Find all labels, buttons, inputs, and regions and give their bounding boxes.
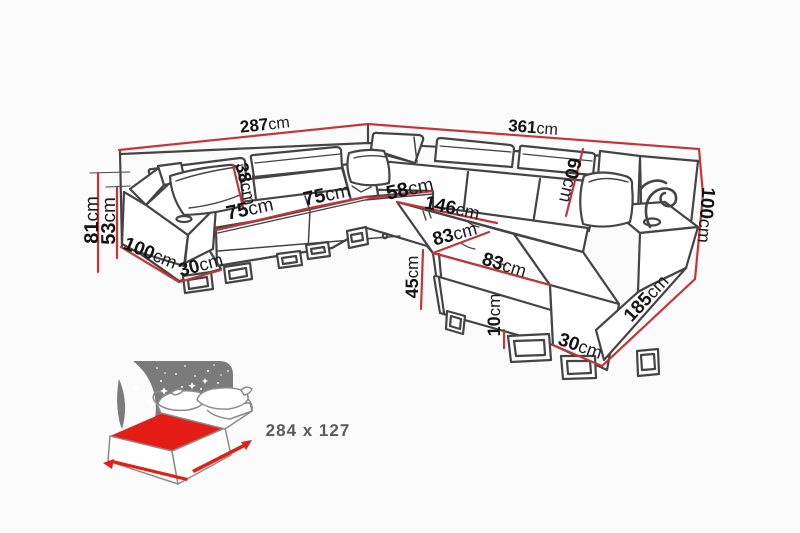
svg-text:100cm: 100cm xyxy=(693,186,719,243)
svg-text:81cm: 81cm xyxy=(81,196,103,244)
svg-text:361cm: 361cm xyxy=(507,117,558,140)
svg-text:53cm: 53cm xyxy=(98,197,120,245)
svg-text:10cm: 10cm xyxy=(484,294,504,337)
svg-text:75cm: 75cm xyxy=(301,180,352,211)
svg-text:146cm: 146cm xyxy=(423,192,482,224)
svg-text:58cm: 58cm xyxy=(384,174,435,205)
svg-text:38cm: 38cm xyxy=(232,161,261,207)
svg-text:45cm: 45cm xyxy=(402,256,422,299)
svg-text:60cm: 60cm xyxy=(554,156,585,205)
svg-text:287cm: 287cm xyxy=(239,113,291,138)
svg-text:75cm: 75cm xyxy=(224,194,275,225)
svg-text:284 x 127: 284 x 127 xyxy=(266,421,351,440)
